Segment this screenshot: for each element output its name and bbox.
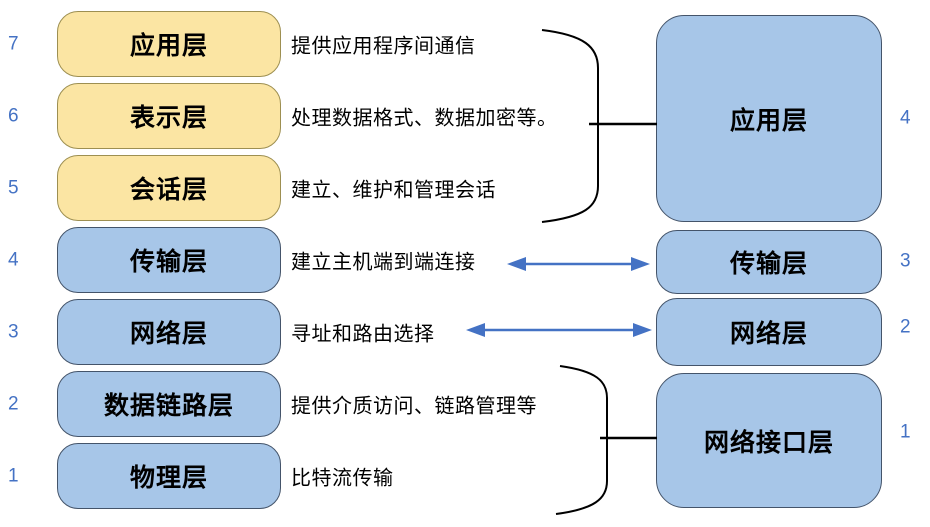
tcpip-layer-number: 2 [900, 316, 911, 338]
osi-box-label: 表示层 [129, 104, 208, 132]
osi-box-label: 物理层 [129, 464, 208, 492]
osi-box-transport: 传输层 [57, 227, 281, 293]
osi-box-network: 网络层 [57, 299, 281, 365]
osi-row-session: 5 会话层 建立、维护和管理会话 [0, 155, 930, 221]
osi-layer-description: 寻址和路由选择 [291, 323, 435, 346]
tcpip-box-label: 应用层 [729, 106, 808, 135]
osi-row-network: 3 网络层 寻址和路由选择 [0, 299, 930, 365]
osi-row-physical: 1 物理层 比特流传输 [0, 443, 930, 509]
tcpip-box-network-interface: 网络接口层 [656, 373, 882, 508]
tcpip-box-label: 网络接口层 [703, 428, 834, 457]
osi-box-presentation: 表示层 [57, 83, 281, 149]
osi-row-presentation: 6 表示层 处理数据格式、数据加密等。 [0, 83, 930, 149]
osi-layer-description: 处理数据格式、数据加密等。 [291, 107, 558, 130]
osi-row-application: 7 应用层 提供应用程序间通信 [0, 11, 930, 77]
osi-layer-number: 1 [8, 465, 19, 487]
osi-box-datalink: 数据链路层 [57, 371, 281, 437]
osi-layer-description: 比特流传输 [291, 467, 394, 490]
osi-layer-description: 建立、维护和管理会话 [291, 179, 496, 202]
tcpip-layer-number: 1 [900, 421, 911, 443]
osi-layer-number: 2 [8, 393, 19, 415]
tcpip-box-label: 传输层 [729, 250, 808, 278]
osi-layer-number: 7 [8, 33, 19, 55]
tcpip-layer-number: 4 [900, 107, 911, 129]
osi-box-physical: 物理层 [57, 443, 281, 509]
osi-row-datalink: 2 数据链路层 提供介质访问、链路管理等 [0, 371, 930, 437]
tcpip-box-label: 网络层 [729, 320, 808, 348]
tcpip-box-application: 应用层 [656, 15, 882, 222]
osi-layer-number: 3 [8, 321, 19, 343]
osi-layer-description: 提供应用程序间通信 [291, 35, 476, 58]
osi-box-label: 网络层 [129, 320, 208, 348]
osi-box-session: 会话层 [57, 155, 281, 221]
osi-box-label: 会话层 [129, 176, 208, 204]
tcpip-box-network: 网络层 [656, 298, 882, 366]
osi-row-transport: 4 传输层 建立主机端到端连接 [0, 227, 930, 293]
osi-layer-description: 建立主机端到端连接 [291, 251, 476, 274]
osi-layer-description: 提供介质访问、链路管理等 [291, 395, 537, 418]
osi-box-label: 传输层 [129, 248, 208, 276]
tcpip-box-transport: 传输层 [656, 230, 882, 294]
osi-layer-number: 4 [8, 249, 19, 271]
osi-layer-number: 5 [8, 177, 19, 199]
osi-box-label: 应用层 [129, 32, 208, 60]
osi-layer-number: 6 [8, 105, 19, 127]
osi-box-application: 应用层 [57, 11, 281, 77]
tcpip-layer-number: 3 [900, 250, 911, 272]
osi-box-label: 数据链路层 [103, 392, 234, 420]
